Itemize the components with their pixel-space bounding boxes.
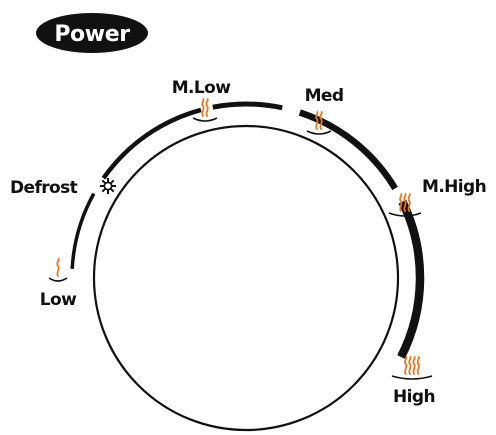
setting-icons — [48, 98, 433, 380]
scale-segment — [397, 199, 425, 359]
heat-wave-4-icon — [391, 356, 433, 380]
heat-wave-line — [201, 98, 205, 117]
label-high: High — [393, 387, 435, 407]
scale-segment — [101, 107, 202, 180]
label-defrost: Defrost — [10, 178, 78, 198]
dial-scale-arc — [70, 101, 425, 359]
heat-wave-line — [412, 356, 416, 375]
label-low: Low — [40, 290, 77, 310]
setting-labels: Low Defrost M.Low Med M.High High — [10, 78, 487, 407]
snowflake-core — [103, 181, 113, 191]
heat-wave-2-icon — [306, 111, 332, 135]
heat-wave-line — [56, 258, 60, 277]
page-title: Power — [54, 22, 130, 47]
label-med: Med — [305, 86, 344, 106]
heat-wave-line — [403, 193, 407, 212]
heat-wave-line — [416, 356, 420, 375]
heat-base-line — [306, 130, 332, 135]
scale-segment — [298, 109, 398, 191]
heat-base-line — [48, 277, 68, 282]
heat-wave-line — [407, 193, 411, 212]
heat-base-line — [391, 375, 433, 380]
heat-wave-line — [408, 356, 412, 375]
dial-knob — [92, 124, 400, 432]
heat-wave-3-icon — [388, 193, 422, 217]
label-m-low: M.Low — [172, 78, 231, 98]
label-m-high: M.High — [422, 177, 486, 197]
heat-base-line — [192, 117, 218, 122]
scale-segment — [212, 101, 283, 111]
heat-wave-line — [315, 111, 319, 130]
heat-wave-line — [403, 356, 408, 375]
heat-wave-line — [399, 193, 403, 212]
heat-wave-2-icon — [192, 98, 218, 122]
scale-segment — [70, 192, 96, 269]
heat-wave-line — [319, 111, 323, 130]
snowflake-icon — [100, 178, 116, 194]
heat-base-line — [388, 212, 422, 217]
heat-wave-line — [205, 98, 209, 117]
heat-wave-1-icon — [48, 258, 68, 282]
power-title-badge: Power — [36, 13, 148, 53]
